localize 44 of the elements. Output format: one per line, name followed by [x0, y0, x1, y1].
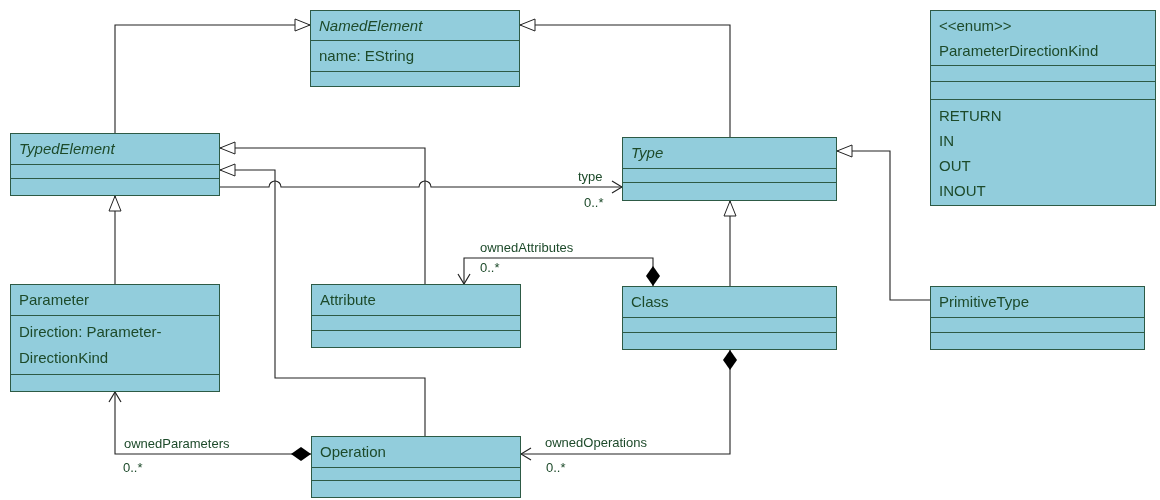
class-box	[622, 286, 837, 350]
class-name: <<enum>>	[939, 16, 1012, 37]
class-name: Operation	[320, 442, 386, 462]
edge-label: ownedParameters	[124, 437, 230, 451]
edge-label: ownedOperations	[545, 436, 647, 450]
class-name: ParameterDirectionKind	[939, 41, 1099, 62]
class-name: TypedElement	[19, 139, 115, 159]
class-box	[10, 133, 220, 196]
multiplicity-label: 0..*	[584, 196, 604, 210]
generalization-arrow	[836, 144, 931, 301]
class-member: OUT	[939, 155, 971, 176]
class-box	[10, 284, 220, 392]
class-name: NamedElement	[319, 15, 423, 36]
class-name: PrimitiveType	[939, 292, 1030, 312]
class-name: Type	[631, 143, 664, 163]
generalization-arrow	[114, 18, 311, 134]
generalization-arrow	[723, 200, 737, 287]
generalization-arrow	[219, 163, 426, 437]
class-name: Parameter	[19, 290, 90, 310]
generalization-arrow	[219, 141, 426, 285]
class-box	[311, 284, 521, 348]
multiplicity-label: 0..*	[480, 261, 500, 275]
edge-label: type	[578, 170, 603, 184]
class-name: Attribute	[320, 290, 376, 310]
generalization-arrow	[108, 195, 122, 285]
multiplicity-label: 0..*	[123, 461, 143, 475]
association-arrow	[520, 349, 737, 461]
class-member: RETURN	[939, 105, 1002, 126]
class-member: IN	[939, 130, 954, 151]
association-arrow	[457, 257, 660, 287]
class-member: name: EString	[319, 46, 415, 66]
association-arrow	[219, 180, 623, 194]
multiplicity-label: 0..*	[546, 461, 566, 475]
edge-label: ownedAttributes	[480, 241, 574, 255]
class-member: INOUT	[939, 180, 986, 201]
class-box	[930, 10, 1156, 206]
class-box	[930, 286, 1145, 350]
class-box	[311, 436, 521, 498]
class-member: Direction: Parameter-DirectionKind	[19, 322, 163, 369]
generalization-arrow	[519, 18, 731, 138]
class-box	[622, 137, 837, 201]
class-name: Class	[631, 292, 669, 312]
association-arrow	[108, 391, 312, 461]
class-box	[310, 10, 520, 87]
